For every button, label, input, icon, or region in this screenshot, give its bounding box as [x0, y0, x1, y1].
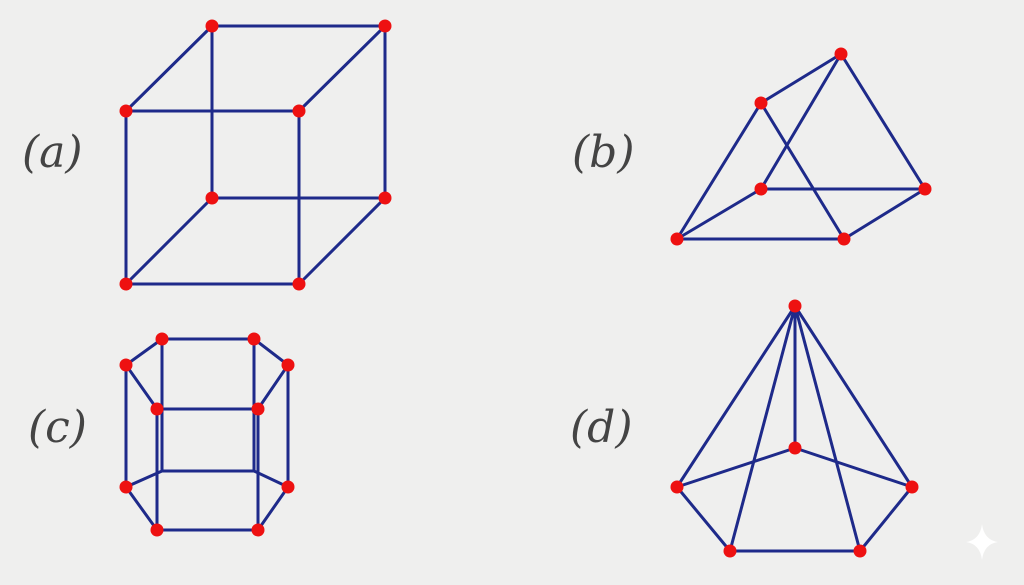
edge [297, 24, 387, 113]
vertex [150, 402, 164, 416]
edge [793, 446, 914, 489]
vertex [119, 104, 133, 118]
vertex [150, 523, 164, 537]
graph-a-edges [124, 24, 387, 286]
graph-c [119, 332, 295, 537]
vertex [723, 544, 737, 558]
edge [675, 446, 797, 489]
vertex [281, 480, 295, 494]
vertex [155, 332, 169, 346]
vertex [837, 232, 851, 246]
vertex [292, 104, 306, 118]
edge [256, 363, 290, 411]
edge [675, 101, 763, 241]
vertex [281, 358, 295, 372]
graph-b-vertices [670, 47, 932, 246]
edge [858, 485, 914, 553]
sparkle-icon [966, 524, 998, 560]
edge [759, 101, 846, 241]
vertex [378, 191, 392, 205]
edge [675, 485, 732, 553]
label-c: (c) [28, 402, 87, 453]
vertex [119, 358, 133, 372]
graph-c-edges [124, 337, 290, 532]
vertex [670, 232, 684, 246]
edge [842, 187, 927, 241]
vertex [251, 402, 265, 416]
edge [124, 363, 159, 411]
label-b: (b) [572, 127, 635, 178]
graph-d [670, 299, 919, 558]
edge [297, 196, 387, 286]
vertex [788, 441, 802, 455]
edge [256, 485, 290, 532]
vertex [670, 480, 684, 494]
vertex [754, 182, 768, 196]
vertex [754, 96, 768, 110]
edge [793, 304, 914, 489]
edge [759, 52, 843, 191]
graph-d-edges [675, 304, 914, 553]
edge [252, 337, 290, 367]
edge [124, 196, 214, 286]
graph-b [670, 47, 932, 246]
edge [793, 304, 862, 553]
label-a: (a) [22, 127, 83, 178]
vertex [205, 191, 219, 205]
edge [124, 24, 214, 113]
vertex [119, 480, 133, 494]
edge [839, 52, 927, 191]
graph-a-vertices [119, 19, 392, 291]
vertex [788, 299, 802, 313]
vertex [251, 523, 265, 537]
edge [675, 304, 797, 489]
edge [124, 485, 159, 532]
edge [759, 52, 843, 105]
vertex [378, 19, 392, 33]
graph-a [119, 19, 392, 291]
vertex [119, 277, 133, 291]
vertex [292, 277, 306, 291]
vertex [247, 332, 261, 346]
edge [124, 337, 164, 367]
vertex [918, 182, 932, 196]
vertex [834, 47, 848, 61]
label-d: (d) [570, 402, 633, 453]
vertex [853, 544, 867, 558]
graph-c-vertices [119, 332, 295, 537]
edge [675, 187, 763, 241]
vertex [905, 480, 919, 494]
vertex [205, 19, 219, 33]
edge [728, 304, 797, 553]
graph-d-vertices [670, 299, 919, 558]
graph-b-edges [675, 52, 927, 241]
